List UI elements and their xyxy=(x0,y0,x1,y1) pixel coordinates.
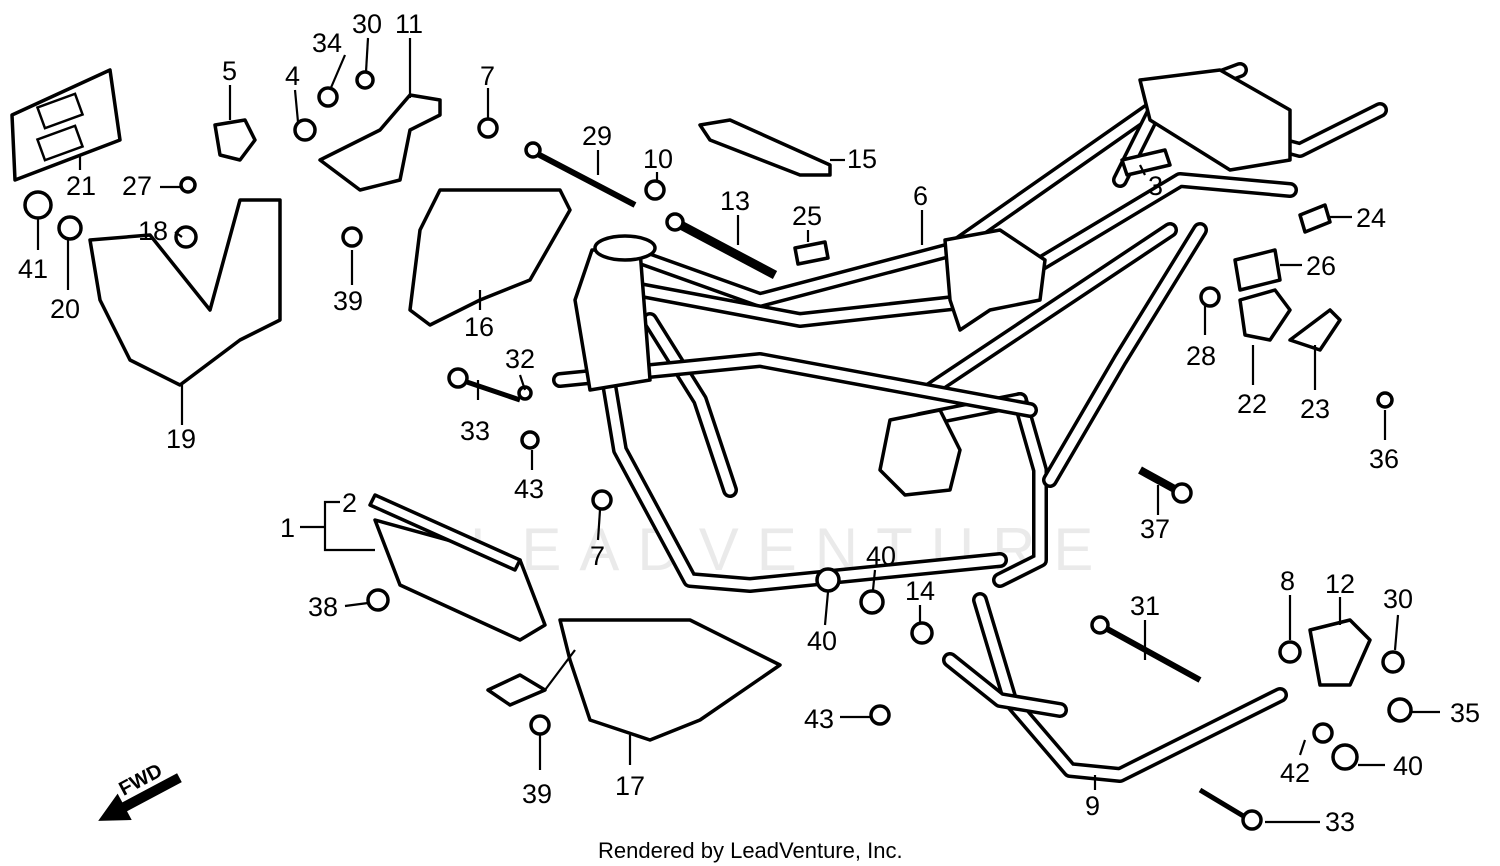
callout-26: 26 xyxy=(1306,251,1336,281)
main-frame-body xyxy=(552,62,1388,593)
callout-12: 12 xyxy=(1325,569,1355,599)
callout-39b: 39 xyxy=(522,779,552,809)
footer-credit: Rendered by LeadVenture, Inc. xyxy=(598,838,903,863)
callout-10: 10 xyxy=(643,144,673,174)
part-15-plate xyxy=(698,118,832,177)
callout-15: 15 xyxy=(847,144,877,174)
part-23-bracket xyxy=(1288,308,1342,352)
callout-40c: 40 xyxy=(1393,751,1423,781)
callout-16: 16 xyxy=(464,312,494,342)
callout-21: 21 xyxy=(66,171,96,201)
callout-33b: 33 xyxy=(1325,807,1355,837)
leader-lines xyxy=(36,37,1440,824)
callout-36: 36 xyxy=(1369,444,1399,474)
callout-4: 4 xyxy=(285,61,300,91)
callout-24: 24 xyxy=(1356,203,1386,233)
callout-43a: 43 xyxy=(514,474,544,504)
part-12-bracket xyxy=(1308,618,1372,687)
callout-34: 34 xyxy=(312,28,342,58)
callout-28: 28 xyxy=(1186,341,1216,371)
callout-31: 31 xyxy=(1130,591,1160,621)
callout-17: 17 xyxy=(615,771,645,801)
callout-30b: 30 xyxy=(1383,584,1413,614)
callout-25: 25 xyxy=(792,201,822,231)
fwd-arrow: FWD xyxy=(98,760,182,821)
callout-9: 9 xyxy=(1085,791,1100,821)
callout-20: 20 xyxy=(50,294,80,324)
callout-19: 19 xyxy=(166,424,196,454)
callout-33a: 33 xyxy=(460,416,490,446)
callout-39a: 39 xyxy=(333,286,363,316)
callout-6: 6 xyxy=(913,181,928,211)
part-19-cover xyxy=(88,198,282,387)
callout-40a: 40 xyxy=(866,541,896,571)
callout-35: 35 xyxy=(1450,698,1480,728)
callout-41: 41 xyxy=(18,254,48,284)
part-11-bracket xyxy=(318,93,442,192)
callout-7b: 7 xyxy=(590,541,605,571)
part-24-label xyxy=(1298,203,1332,234)
callout-32: 32 xyxy=(505,344,535,374)
callout-8: 8 xyxy=(1280,566,1295,596)
part-22-sensor xyxy=(1238,288,1292,342)
part-9-cradle xyxy=(972,592,1288,783)
callout-18: 18 xyxy=(138,216,168,246)
part-2-strip xyxy=(368,493,522,572)
callout-numbers: 1 2 3 4 5 6 7 7 8 9 10 11 12 13 14 15 16… xyxy=(18,9,1480,837)
callout-5: 5 xyxy=(222,56,237,86)
callout-43b: 43 xyxy=(804,704,834,734)
part-5-clip xyxy=(213,118,257,162)
callout-2: 2 xyxy=(342,488,357,518)
callout-3: 3 xyxy=(1148,171,1163,201)
part-21-plate xyxy=(10,68,122,182)
callout-7a: 7 xyxy=(480,61,495,91)
callout-23: 23 xyxy=(1300,394,1330,424)
callout-11: 11 xyxy=(395,9,423,39)
part-3-pad xyxy=(1120,148,1172,177)
watermark: LEADVENTURE xyxy=(470,516,1111,583)
part-17-cover xyxy=(558,618,782,742)
callout-27: 27 xyxy=(122,171,152,201)
callout-38: 38 xyxy=(308,592,338,622)
bolts-and-fasteners xyxy=(23,70,1413,831)
callout-14: 14 xyxy=(905,576,935,606)
callout-1: 1 xyxy=(280,513,295,543)
callout-13: 13 xyxy=(720,186,750,216)
part-16-bracket xyxy=(408,188,572,327)
callout-22: 22 xyxy=(1237,389,1267,419)
callout-40b: 40 xyxy=(807,626,837,656)
part-17-tag xyxy=(486,673,547,707)
callout-30a: 30 xyxy=(352,9,382,39)
callout-29: 29 xyxy=(582,121,612,151)
callout-37: 37 xyxy=(1140,514,1170,544)
part-26-label xyxy=(1233,248,1282,292)
callout-42: 42 xyxy=(1280,758,1310,788)
part-25-label xyxy=(793,240,830,266)
